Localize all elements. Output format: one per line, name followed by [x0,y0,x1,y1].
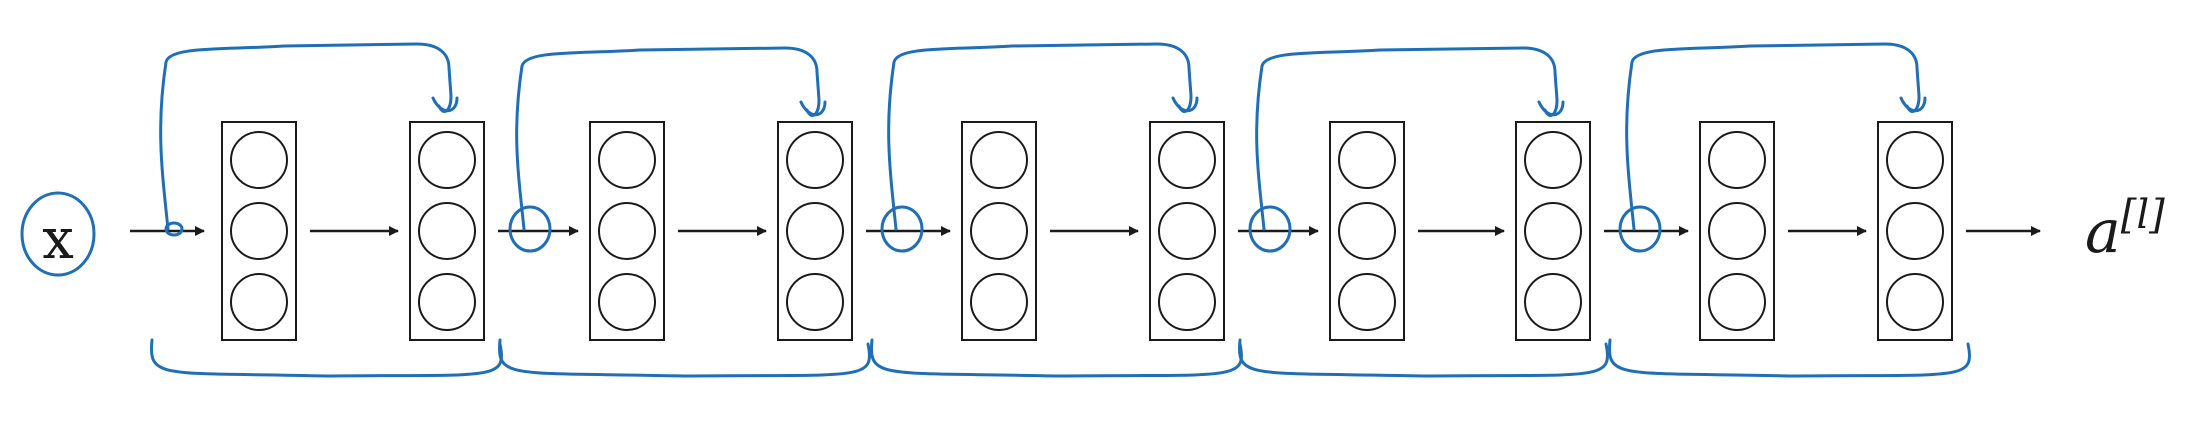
skip-hook [799,100,827,117]
skip-start-loop [1618,205,1662,253]
neuron [786,273,844,331]
layer-3 [589,121,665,341]
neuron [1524,131,1582,189]
layer-1 [221,121,297,341]
neuron [970,273,1028,331]
skip-start-loop [164,221,184,237]
neuron [230,202,288,260]
skip-connection-4 [1248,46,1565,253]
neuron [1708,202,1766,260]
layer-4 [777,121,853,341]
skip-path [515,46,821,231]
neuron [786,131,844,189]
layer-10 [1877,121,1953,341]
neuron [1886,273,1944,331]
layer-7 [1329,121,1405,341]
skip-start-loop [880,205,924,253]
input-label: x [42,207,74,272]
neuron [1158,273,1216,331]
skip-path [1625,42,1921,231]
skip-connection-1 [159,42,459,237]
skip-connection-3 [880,42,1199,253]
layer-9 [1699,121,1775,341]
neuron [230,131,288,189]
neuron [1158,202,1216,260]
layer-6 [1149,121,1225,341]
neuron [1886,202,1944,260]
skip-hook [431,96,459,113]
neuron [970,131,1028,189]
skip-hook [1171,96,1199,113]
layer-5 [961,121,1037,341]
neuron [1338,131,1396,189]
neuron [598,131,656,189]
skip-hook [1899,96,1927,113]
skip-connection-2 [508,46,827,253]
neuron [418,273,476,331]
skip-start-loop [508,205,552,253]
output-label: a[l] [2085,192,2165,267]
output-label-base: a [2085,197,2121,267]
neuron [418,131,476,189]
neuron [418,202,476,260]
input-circle-annotation [20,191,96,277]
layers [221,121,1953,341]
skip-path [887,42,1193,231]
brace-5 [1607,338,1972,378]
neuron [230,273,288,331]
neuron [1158,131,1216,189]
skip-start-loop [1248,205,1292,253]
skip-hook [1537,100,1565,117]
layer-2 [409,121,485,341]
brace-4 [1237,338,1610,378]
neuron [1524,202,1582,260]
brace-2 [497,338,872,378]
skip-connection-5 [1618,42,1927,253]
skip-path [159,42,453,231]
neuron [786,202,844,260]
input-node: x [20,191,96,277]
neuron [1886,131,1944,189]
layer-8 [1515,121,1591,341]
neuron [598,273,656,331]
neuron [1338,202,1396,260]
skip-path [1255,46,1559,231]
brace-1 [149,338,504,378]
brace-3 [869,338,1244,378]
neuron [1524,273,1582,331]
neuron [1708,273,1766,331]
skip-connections [159,42,1927,253]
neuron [1338,273,1396,331]
output-node: a[l] [2085,192,2165,267]
neuron [1708,131,1766,189]
neuron [598,202,656,260]
block-braces [149,338,1972,378]
neuron [970,202,1028,260]
output-label-superscript: [l] [2121,192,2165,238]
